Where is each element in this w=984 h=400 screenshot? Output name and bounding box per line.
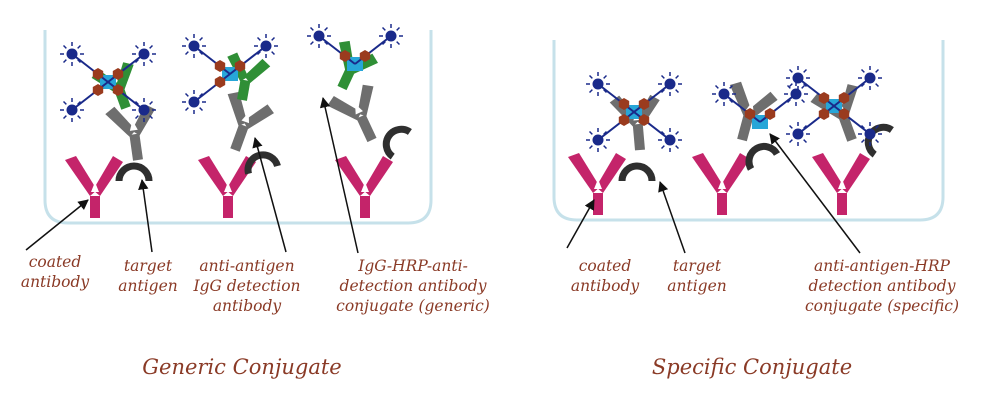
coated-antibody <box>335 156 393 218</box>
hrp-enzyme <box>586 72 682 152</box>
target-antigen <box>382 125 412 160</box>
hrp-enzyme <box>307 24 403 71</box>
arrow-generic-detection <box>252 136 287 253</box>
arrow-specific-antigen <box>658 181 686 254</box>
generic-panel <box>60 24 412 218</box>
hrp-enzyme <box>786 66 882 146</box>
target-antigen <box>618 162 656 182</box>
detection-antibody <box>609 94 660 151</box>
arrow-generic-conjugate <box>319 96 359 254</box>
detection-antibody <box>227 91 274 152</box>
hrp-enzyme <box>182 34 278 114</box>
callout-arrows <box>25 96 861 254</box>
arrow-specific-coated <box>566 199 595 249</box>
specific-well <box>552 40 945 222</box>
coated-antibody <box>812 153 870 215</box>
arrow-generic-coated <box>25 199 89 251</box>
coated-antibody <box>692 153 750 215</box>
hrp-enzyme <box>60 42 156 122</box>
arrow-specific-conjugate <box>769 133 861 254</box>
caption-generic: Generic Conjugate <box>142 355 342 379</box>
coated-antibody <box>568 153 626 215</box>
specific-panel <box>568 66 894 215</box>
detection-antibody <box>105 104 156 161</box>
hrp-enzyme <box>712 82 808 129</box>
target-antigen <box>115 162 153 182</box>
caption-specific: Specific Conjugate <box>651 355 853 379</box>
generic-well <box>43 30 433 225</box>
target-antigen <box>745 142 781 171</box>
arrow-generic-antigen <box>138 178 153 253</box>
detection-antibody <box>327 84 377 143</box>
coated-antibody <box>65 156 123 218</box>
